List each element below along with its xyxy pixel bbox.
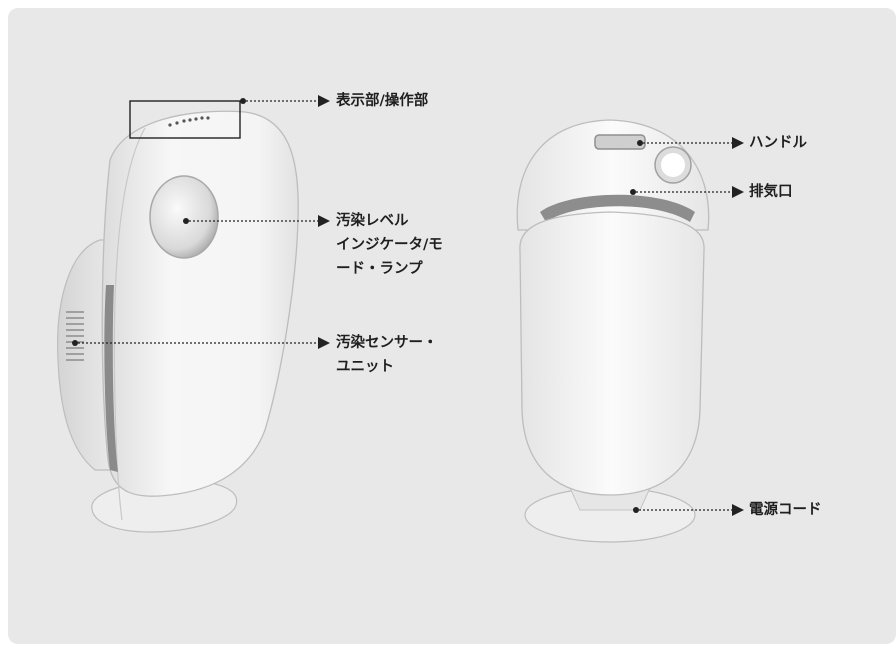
label-sensor-line-1: 汚染センサー・ bbox=[336, 335, 438, 351]
label-handle-text: ハンドル bbox=[749, 135, 807, 151]
label-exhaust: 排気口 bbox=[749, 180, 793, 204]
handle-slot bbox=[594, 134, 646, 150]
label-sensor-line-2: ユニット bbox=[336, 359, 394, 375]
power-callout-arrow bbox=[732, 504, 744, 516]
indicator-window bbox=[149, 175, 219, 259]
display-callout-dot bbox=[240, 98, 246, 104]
sensor-callout-arrow bbox=[318, 337, 330, 349]
display-callout-arrow bbox=[318, 95, 330, 107]
label-indicator: 汚染レベル インジケータ/モ ード・ランプ bbox=[336, 209, 443, 281]
handle-callout-arrow bbox=[732, 137, 744, 149]
label-power-cord: 電源コード bbox=[749, 498, 822, 522]
label-display-panel: 表示部/操作部 bbox=[336, 89, 428, 113]
left-main-body bbox=[101, 110, 299, 497]
left-seam bbox=[113, 127, 146, 521]
rear-knob-center bbox=[661, 153, 685, 177]
sensor-callout-dot bbox=[72, 340, 78, 346]
right-lower-body bbox=[519, 211, 705, 496]
control-dots bbox=[168, 116, 210, 127]
display-callout-box bbox=[129, 100, 241, 139]
label-exhaust-text: 排気口 bbox=[749, 184, 793, 200]
callouts bbox=[72, 95, 744, 516]
right-device bbox=[516, 119, 710, 543]
handle-callout-dot bbox=[637, 140, 643, 146]
label-indicator-line-1: 汚染レベル bbox=[336, 213, 409, 229]
power-callout-dot bbox=[633, 507, 639, 513]
label-indicator-line-2: インジケータ/モ bbox=[336, 237, 443, 253]
exhaust-callout-dot bbox=[630, 189, 636, 195]
label-display-panel-text: 表示部/操作部 bbox=[336, 93, 429, 109]
indicator-callout-dot bbox=[183, 218, 189, 224]
left-vertical-slot bbox=[104, 285, 118, 472]
label-indicator-line-3: ード・ランプ bbox=[336, 261, 423, 277]
sensor-grille bbox=[66, 311, 84, 361]
exhaust-vent bbox=[540, 194, 695, 222]
exhaust-callout-arrow bbox=[732, 186, 744, 198]
label-power-cord-text: 電源コード bbox=[749, 502, 822, 518]
indicator-callout-arrow bbox=[318, 215, 330, 227]
label-sensor: 汚染センサー・ ユニット bbox=[336, 331, 438, 379]
left-device bbox=[57, 110, 299, 533]
label-handle: ハンドル bbox=[749, 131, 807, 155]
